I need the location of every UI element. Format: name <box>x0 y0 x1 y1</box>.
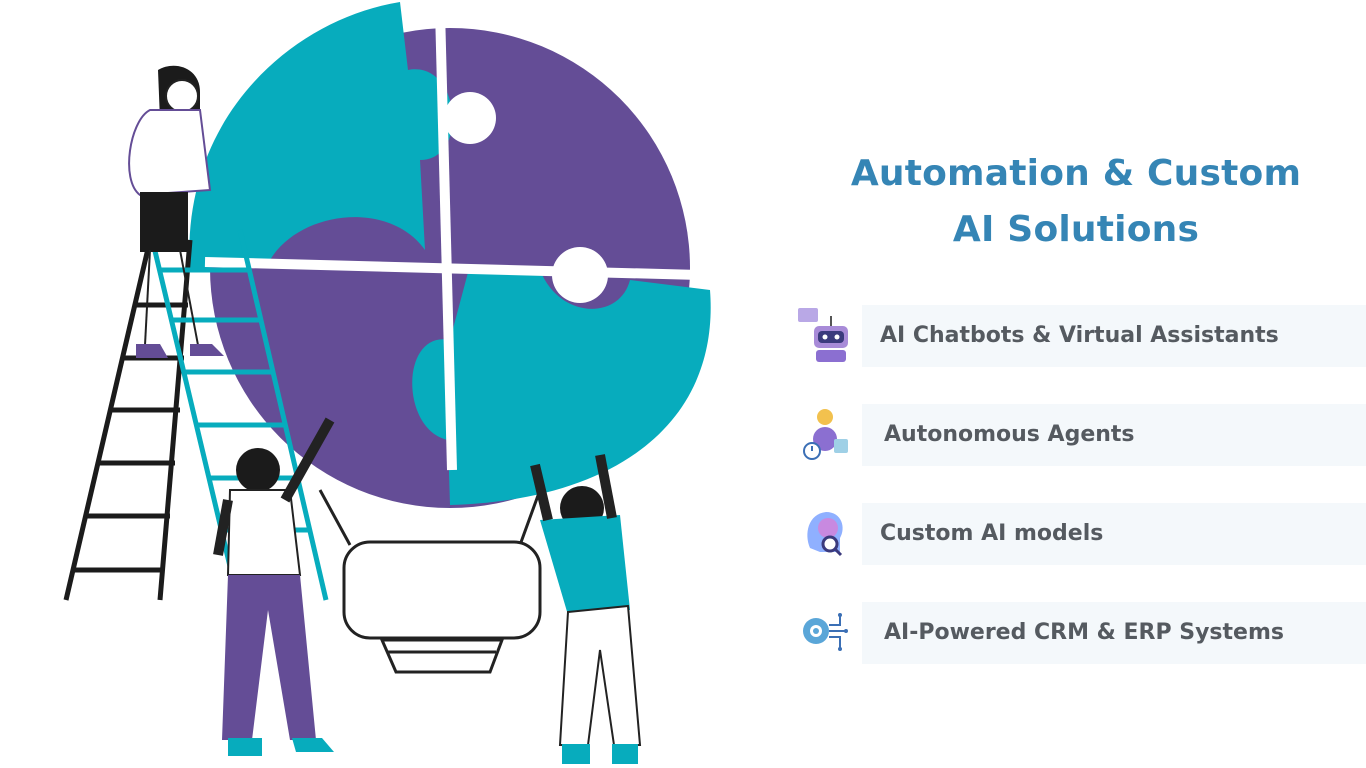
gear-circuit-icon <box>803 613 848 651</box>
bulb-cap <box>379 638 505 674</box>
ai-head-icon <box>807 512 843 557</box>
feature-item-chatbots: AI Chatbots & Virtual Assistants <box>862 305 1366 367</box>
feature-label: AI Chatbots & Virtual Assistants <box>880 323 1279 348</box>
man-reaching <box>530 454 642 764</box>
feature-item-custom-models: Custom AI models <box>862 503 1366 565</box>
puzzle-piece-top-left <box>189 2 453 270</box>
feature-item-crm-erp: AI-Powered CRM & ERP Systems <box>862 602 1366 664</box>
chatbot-robot-icon <box>798 308 848 362</box>
woman-on-ladder <box>128 65 224 358</box>
page-heading: Automation & Custom AI Solutions <box>800 146 1352 258</box>
puzzle-lightbulb-illustration <box>63 2 711 764</box>
autonomous-agent-icon <box>803 409 848 460</box>
black-ladder <box>63 239 193 601</box>
heading-line-1: Automation & Custom <box>850 153 1302 194</box>
feature-label: AI-Powered CRM & ERP Systems <box>884 620 1284 645</box>
feature-label: Autonomous Agents <box>884 422 1135 447</box>
woman-reaching <box>213 417 335 756</box>
heading-line-2: AI Solutions <box>952 209 1200 250</box>
feature-label: Custom AI models <box>880 521 1104 546</box>
puzzle-piece-bottom-right <box>412 265 711 505</box>
bulb-base <box>342 540 542 640</box>
feature-item-agents: Autonomous Agents <box>862 404 1366 466</box>
